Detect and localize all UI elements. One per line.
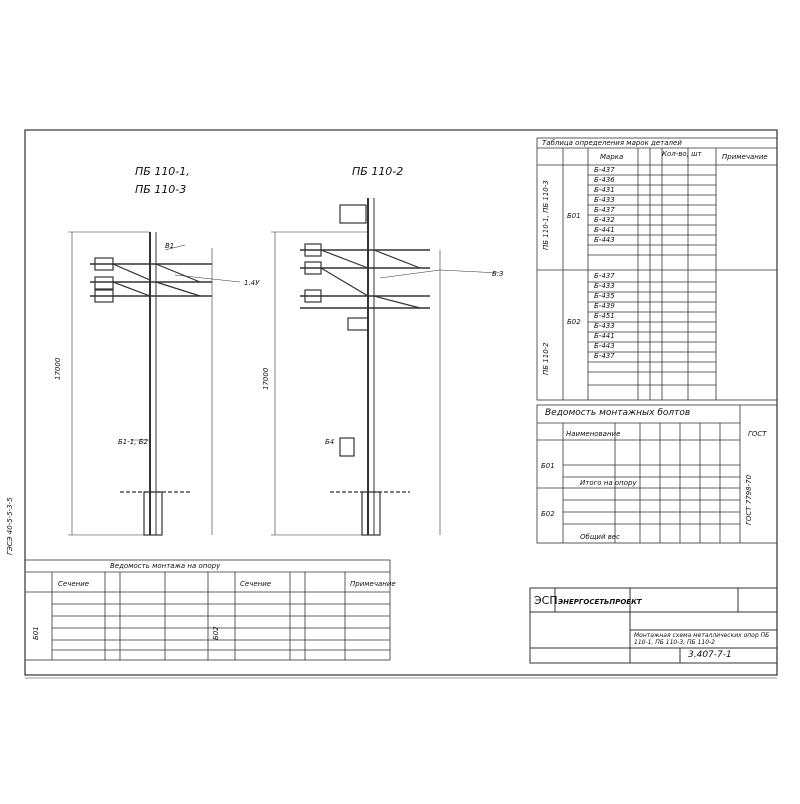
assembly-table-title: Ведомость монтажа на опору bbox=[110, 562, 221, 570]
spec-col-note: Примечание bbox=[722, 153, 768, 161]
bolt-table-grid bbox=[536, 404, 778, 544]
spec-row-mark: Б-433 bbox=[594, 282, 615, 290]
svg-text:17000: 17000 bbox=[262, 367, 270, 390]
spec-row-mark: Б-439 bbox=[594, 302, 615, 310]
svg-text:Б4: Б4 bbox=[325, 438, 334, 446]
spec-row-mark: Б-437 bbox=[594, 166, 615, 174]
spec-row-mark: Б-431 bbox=[594, 186, 615, 194]
spec-row-mark: Б-441 bbox=[594, 332, 615, 340]
spec-b02: Б02 bbox=[567, 318, 581, 326]
svg-text:17000: 17000 bbox=[54, 357, 62, 380]
assembly-row-b02: Б02 bbox=[212, 626, 220, 640]
spec-col-qty: Кол-во, шт bbox=[662, 150, 702, 158]
bolt-footer-2: Общий вес bbox=[580, 533, 621, 541]
spec-row-mark: Б-433 bbox=[594, 196, 615, 204]
outer-frame bbox=[24, 129, 778, 676]
pole-pb110-1 bbox=[68, 231, 241, 536]
left-pole-title-1: ПБ 110-1, bbox=[135, 165, 190, 178]
bolt-row-b01: Б01 bbox=[541, 462, 555, 470]
assembly-row-b01: Б01 bbox=[32, 626, 40, 640]
bolt-footer-1: Итого на опору bbox=[580, 479, 637, 487]
spec-row-mark: Б-435 bbox=[594, 292, 615, 300]
spec-group1-label: ПБ 110-1, ПБ 110-3 bbox=[542, 180, 550, 250]
spec-row-mark: Б-433 bbox=[594, 322, 615, 330]
title-sheet-name: Монтажная схема металлических опор ПБ 11… bbox=[634, 632, 770, 646]
svg-text:Б1-1, Б2: Б1-1, Б2 bbox=[118, 438, 148, 446]
bolt-row-b02: Б02 bbox=[541, 510, 555, 518]
title-org2: ЭНЕРГОСЕТЬПРОЕКТ bbox=[558, 598, 642, 606]
pole-pb110-2 bbox=[271, 198, 501, 536]
spec-table-title: Таблица определения марок деталей bbox=[542, 139, 682, 147]
assembly-col-note: Примечание bbox=[350, 580, 396, 588]
left-pole-title-2: ПБ 110-3 bbox=[135, 183, 187, 196]
spec-row-mark: Б-437 bbox=[594, 352, 615, 360]
spec-row-mark: Б-436 bbox=[594, 176, 615, 184]
spec-row-mark: Б-451 bbox=[594, 312, 615, 320]
spec-row-mark: Б-443 bbox=[594, 236, 615, 244]
spec-row-mark: Б-443 bbox=[594, 342, 615, 350]
svg-text:В1: В1 bbox=[165, 242, 174, 250]
svg-text:Б.3: Б.3 bbox=[492, 270, 503, 278]
title-org: ЭСП bbox=[534, 594, 558, 607]
spec-row-mark: Б-437 bbox=[594, 206, 615, 214]
spec-table-grid bbox=[536, 137, 778, 401]
spec-row-mark: Б-432 bbox=[594, 216, 615, 224]
assembly-col-section-1: Сечение bbox=[58, 580, 90, 588]
bolt-table-title: Ведомость монтажных болтов bbox=[545, 408, 691, 418]
left-side-note: ГЭСЭ 40-5-5-3-5 bbox=[6, 497, 14, 555]
spec-b01: Б01 bbox=[567, 212, 581, 220]
bolt-col-designation: Наименование bbox=[566, 430, 621, 438]
assembly-col-section-2: Сечение bbox=[240, 580, 272, 588]
right-pole-title: ПБ 110-2 bbox=[352, 165, 404, 178]
spec-col-mark: Марка bbox=[600, 153, 624, 161]
title-block-grid bbox=[529, 587, 778, 664]
bolt-col-gost: ГОСТ bbox=[748, 430, 767, 438]
svg-text:1.4У: 1.4У bbox=[244, 279, 260, 287]
spec-row-mark: Б-437 bbox=[594, 272, 615, 280]
title-doc-number: 3.407-7-1 bbox=[688, 650, 732, 660]
spec-group2-label: ПБ 110-2 bbox=[542, 342, 550, 375]
assembly-table-grid bbox=[24, 559, 391, 661]
spec-row-mark: Б-441 bbox=[594, 226, 615, 234]
bolt-side-gost: ГОСТ 7798-70 bbox=[745, 474, 753, 525]
